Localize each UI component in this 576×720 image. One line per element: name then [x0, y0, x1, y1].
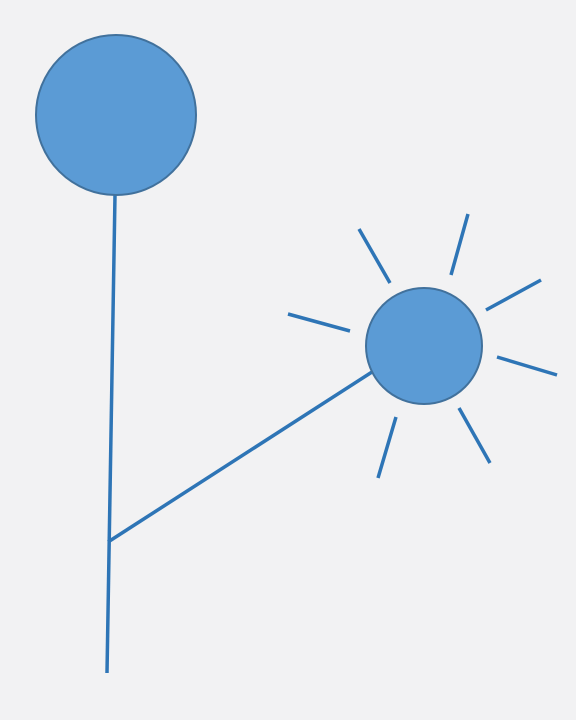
ray-top-left — [357, 228, 392, 284]
ray-bottom-right — [457, 407, 492, 464]
ray-left — [287, 312, 351, 333]
stem-line — [105, 194, 117, 674]
ray-top — [449, 213, 470, 276]
large-circle — [35, 34, 197, 196]
branch-line — [107, 370, 373, 544]
small-circle — [365, 287, 483, 405]
rays-group — [287, 213, 558, 479]
ray-top-right — [485, 278, 542, 312]
ray-right — [496, 355, 558, 377]
ray-bottom-left — [376, 416, 398, 479]
